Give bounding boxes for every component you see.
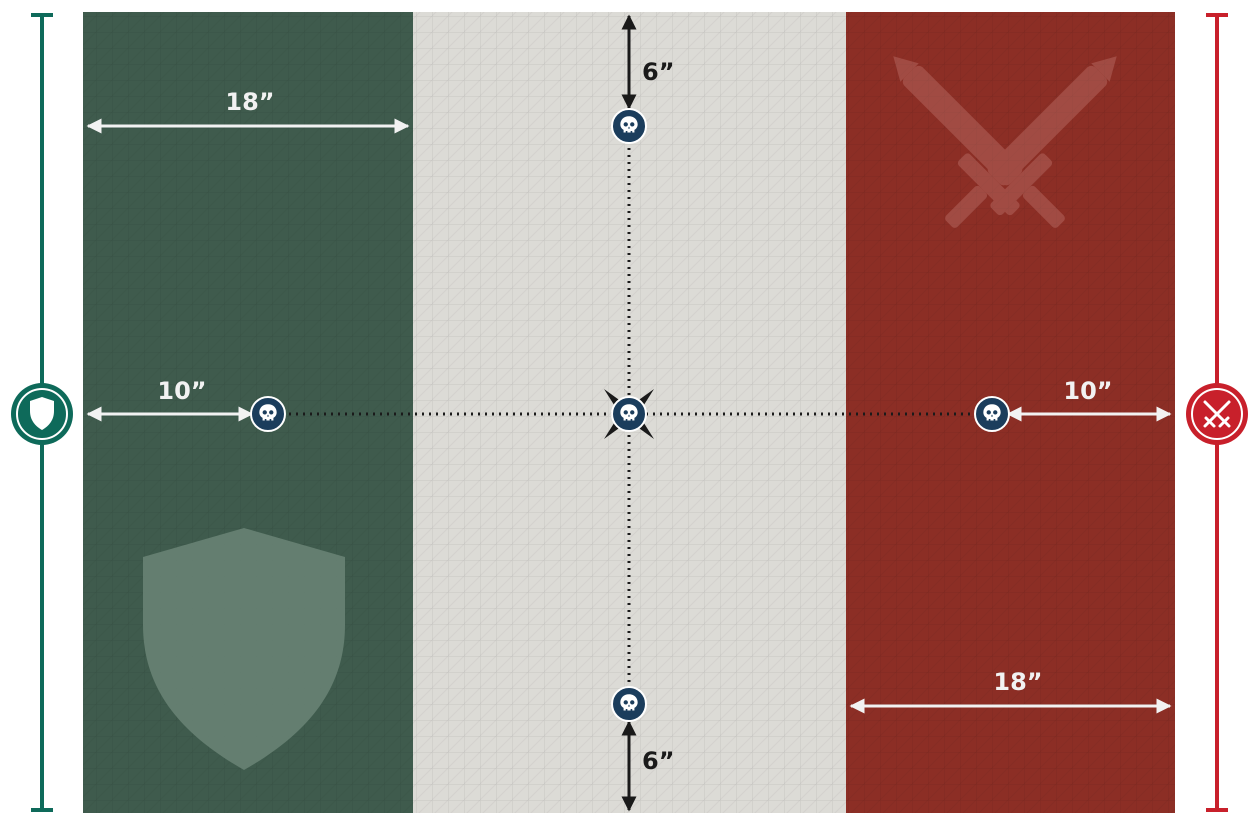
attacker-rail — [1186, 15, 1248, 810]
attacker-badge — [1186, 383, 1248, 445]
objective-top — [612, 109, 646, 143]
objective-right — [975, 397, 1009, 431]
left-objective-offset-label: 10” — [157, 377, 206, 405]
defender-rail — [11, 15, 73, 810]
objective-bottom — [612, 687, 646, 721]
objective-center — [612, 397, 646, 431]
top-gap-label: 6” — [642, 58, 674, 86]
objective-left — [251, 397, 285, 431]
defender-badge — [11, 383, 73, 445]
right-objective-offset-label: 10” — [1063, 377, 1112, 405]
left-zone-depth-label: 18” — [225, 88, 274, 116]
bottom-gap-label: 6” — [642, 747, 674, 775]
right-zone-depth-label: 18” — [993, 668, 1042, 696]
